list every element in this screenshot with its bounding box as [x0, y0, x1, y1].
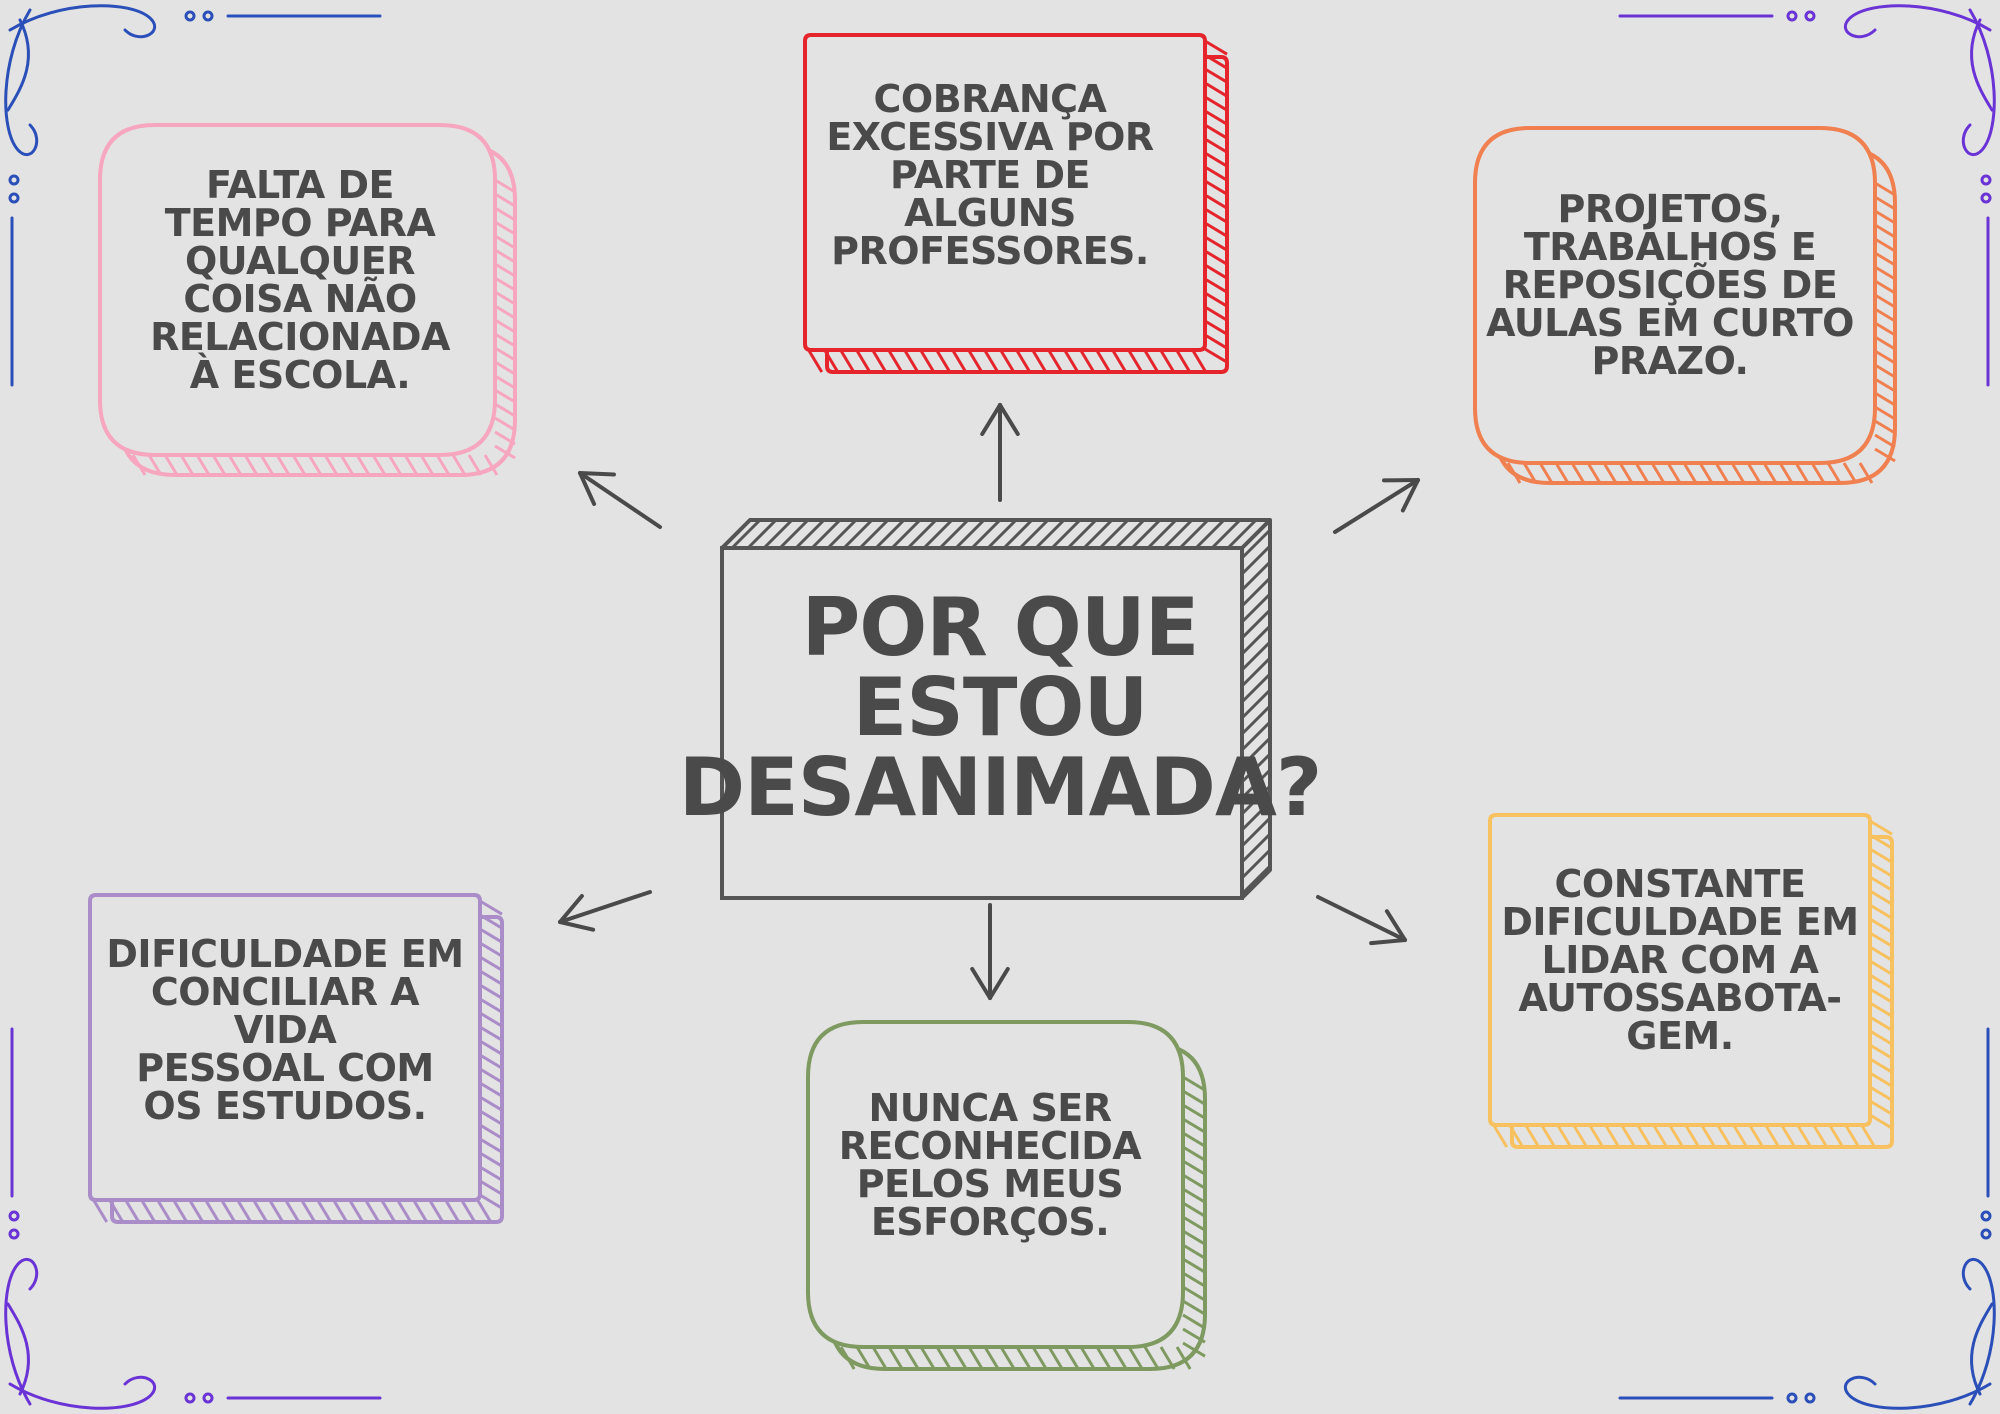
card-cobranca-excessiva: COBRANÇA EXCESSIVA POR PARTE DE ALGUNS P… — [826, 77, 1154, 273]
ornament-bottom-left — [4, 1027, 382, 1410]
center-question: POR QUE ESTOU DESANIMADA? — [678, 580, 1323, 834]
corner-ornaments — [4, 4, 1996, 1410]
box-conciliar — [88, 893, 504, 1224]
box-reconhecida — [806, 1020, 1207, 1371]
box-cobranca — [803, 33, 1229, 374]
card-projetos-trabalhos: PROJETOS, TRABALHOS E REPOSIÇÕES DE AULA… — [1486, 187, 1854, 383]
ornament-top-left — [4, 4, 382, 387]
card-nunca-reconhecida: NUNCA SER RECONHECIDA PELOS MEUS ESFORÇO… — [838, 1086, 1142, 1244]
arrow-to-conciliar — [558, 890, 652, 932]
arrow-to-autossabotagem — [1316, 895, 1407, 946]
box-autossabotagem — [1488, 813, 1894, 1149]
arrow-to-tempo — [578, 471, 662, 529]
center-box — [720, 518, 1272, 900]
card-boxes — [88, 33, 1897, 1371]
ornament-bottom-right — [1618, 1027, 1996, 1410]
card-autossabotagem: CONSTANTE DIFICULDADE EM LIDAR COM A AUT… — [1501, 862, 1859, 1058]
ornament-top-right — [1618, 4, 1996, 387]
card-falta-de-tempo: FALTA DE TEMPO PARA QUALQUER COISA NÃO R… — [150, 163, 450, 397]
arrow-to-cobranca — [980, 403, 1020, 502]
box-tempo — [98, 123, 517, 477]
box-projetos — [1473, 126, 1897, 485]
card-conciliar-vida: DIFICULDADE EM CONCILIAR A VIDA PESSOAL … — [106, 932, 464, 1128]
arrow-to-projetos — [1333, 478, 1420, 534]
connector-arrows — [558, 403, 1420, 1000]
arrow-to-reconhecida — [970, 903, 1010, 1000]
